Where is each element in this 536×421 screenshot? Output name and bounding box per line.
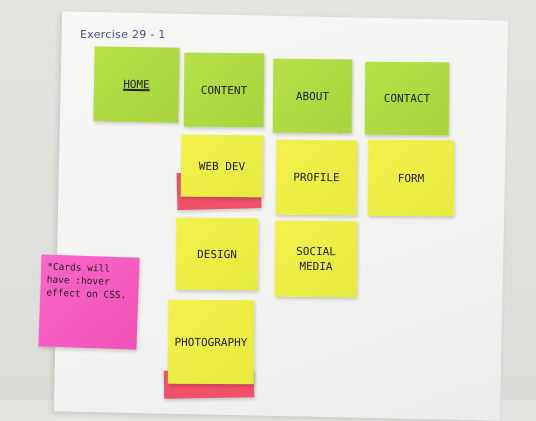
note-form: FORM: [367, 139, 455, 217]
note-photography: PHOTOGRAPHY: [167, 299, 255, 385]
note-cards-hover: *Cards will have :hover effect on CSS.: [38, 254, 140, 350]
note-profile-label: PROFILE: [293, 170, 340, 185]
note-cards-hover-label: *Cards will have :hover effect on CSS.: [46, 261, 127, 302]
note-social-media: SOCIAL MEDIA: [274, 220, 358, 298]
note-home: HOME: [93, 46, 180, 123]
note-about: ABOUT: [272, 58, 353, 134]
note-content: CONTENT: [183, 52, 265, 128]
note-design: DESIGN: [175, 217, 259, 291]
note-form-label: FORM: [397, 171, 425, 185]
note-web-dev: WEB DEV: [180, 134, 264, 198]
note-social-media-label: SOCIAL MEDIA: [296, 244, 336, 274]
note-web-dev-label: WEB DEV: [198, 159, 246, 173]
note-design-label: DESIGN: [197, 247, 237, 261]
note-home-label: HOME: [123, 77, 150, 92]
note-content-label: CONTENT: [200, 83, 248, 97]
paper-title: Exercise 29 - 1: [80, 28, 166, 41]
note-photography-label: PHOTOGRAPHY: [174, 335, 248, 349]
note-contact: CONTACT: [364, 61, 450, 136]
note-contact-label: CONTACT: [383, 91, 431, 106]
note-about-label: ABOUT: [295, 89, 330, 103]
note-profile: PROFILE: [275, 139, 358, 216]
